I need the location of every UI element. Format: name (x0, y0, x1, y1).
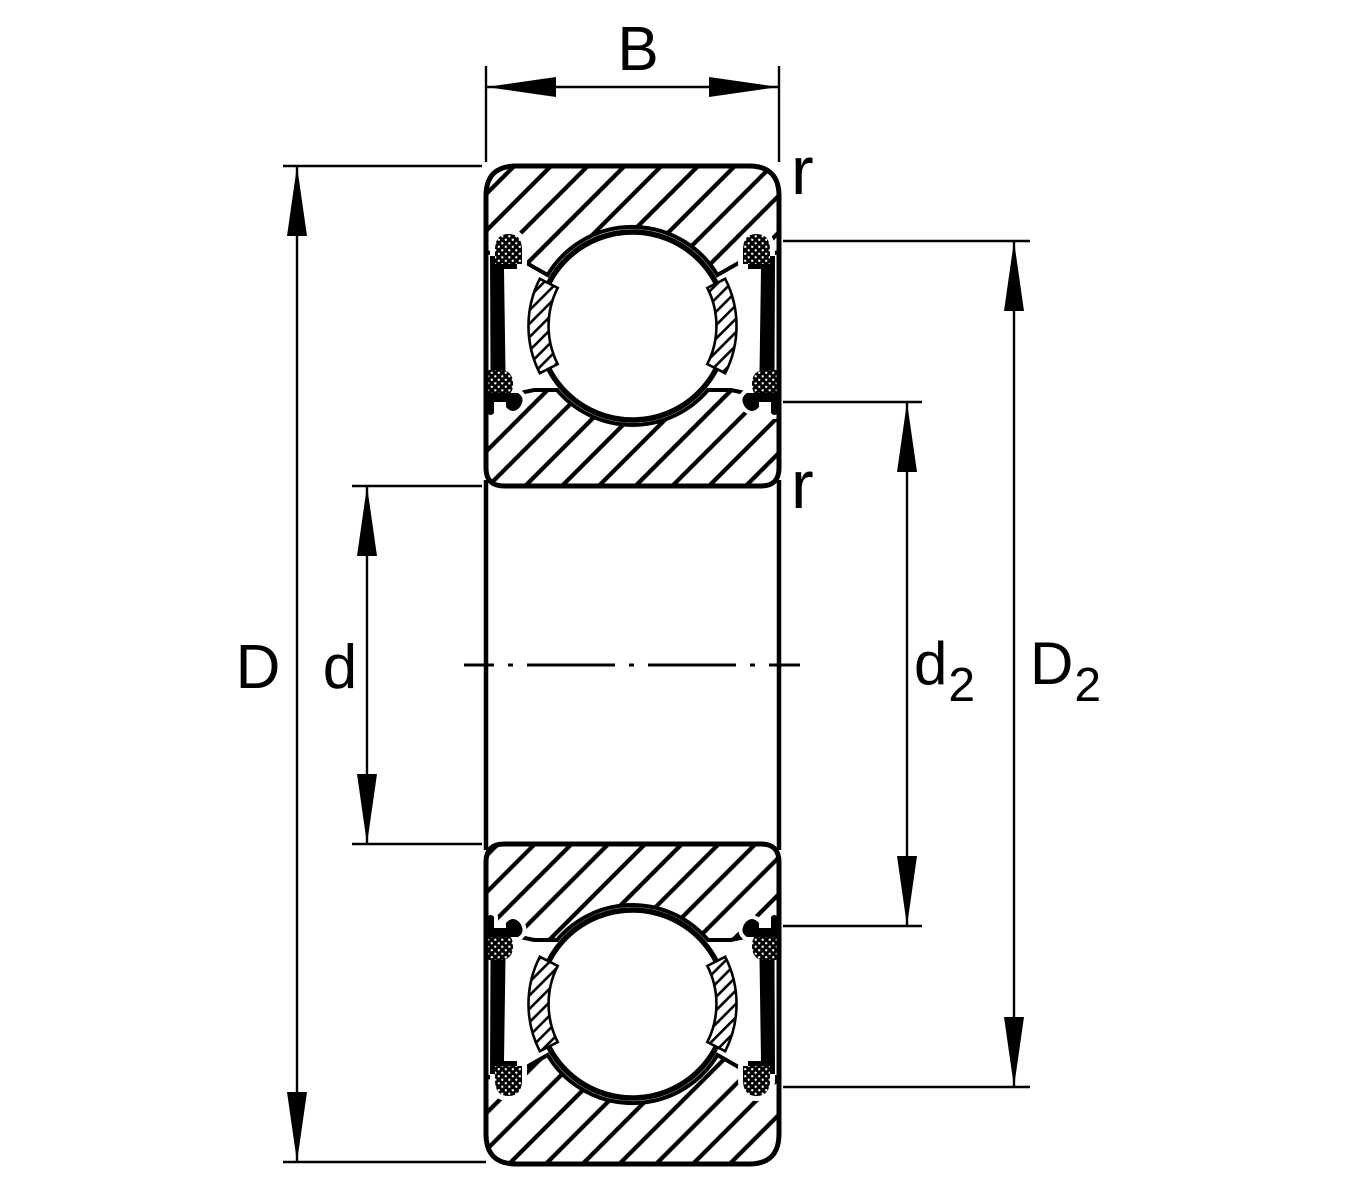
ball-top (535, 229, 730, 423)
dimension-B: B (484, 15, 781, 162)
seal-top-left (487, 234, 523, 415)
arrowhead-down (897, 856, 917, 926)
dim-label-D2-base: D (1030, 630, 1073, 697)
dim-label-D: D (236, 633, 281, 702)
arrowhead-down (287, 1092, 307, 1162)
arrowhead-up (1004, 241, 1024, 311)
dimension-d: d (323, 484, 482, 846)
arrowhead-up (287, 166, 307, 236)
section-outline-bottom (483, 841, 782, 1167)
dim-label-d2-base: d (914, 630, 947, 697)
seal-bottom-left (487, 915, 523, 1096)
cage-bottom-right (705, 955, 738, 1053)
dimension-D2: D2 (783, 239, 1101, 1089)
ball-bottom (535, 907, 730, 1101)
arrowhead-up (357, 486, 377, 556)
dimension-D: D (236, 164, 486, 1164)
cage-top-left (527, 277, 560, 375)
dim-label-D2: D2 (1030, 630, 1101, 712)
arrowhead-right (709, 77, 779, 97)
section-outline-top (483, 163, 782, 489)
arrowhead-down (357, 774, 377, 844)
dim-label-d: d (323, 633, 357, 702)
cage-top-right (705, 277, 738, 375)
label-chamfer-r-top: r (791, 133, 814, 209)
bearing-bottom-section (483, 841, 782, 1167)
arrowhead-up (897, 402, 917, 472)
dim-label-D2-sub: 2 (1074, 659, 1101, 712)
seal-top-right (742, 234, 778, 415)
dim-label-d2: d2 (914, 630, 975, 712)
arrowhead-down (1004, 1017, 1024, 1087)
seal-bottom-right (742, 915, 778, 1096)
label-chamfer-r-mid: r (791, 447, 814, 523)
dimension-d2: d2 (783, 400, 975, 928)
cage-bottom-left (527, 955, 560, 1053)
dim-label-B: B (617, 15, 658, 84)
arrowhead-left (486, 77, 556, 97)
dim-label-d2-sub: 2 (948, 659, 975, 712)
bearing-top-section (483, 163, 782, 489)
